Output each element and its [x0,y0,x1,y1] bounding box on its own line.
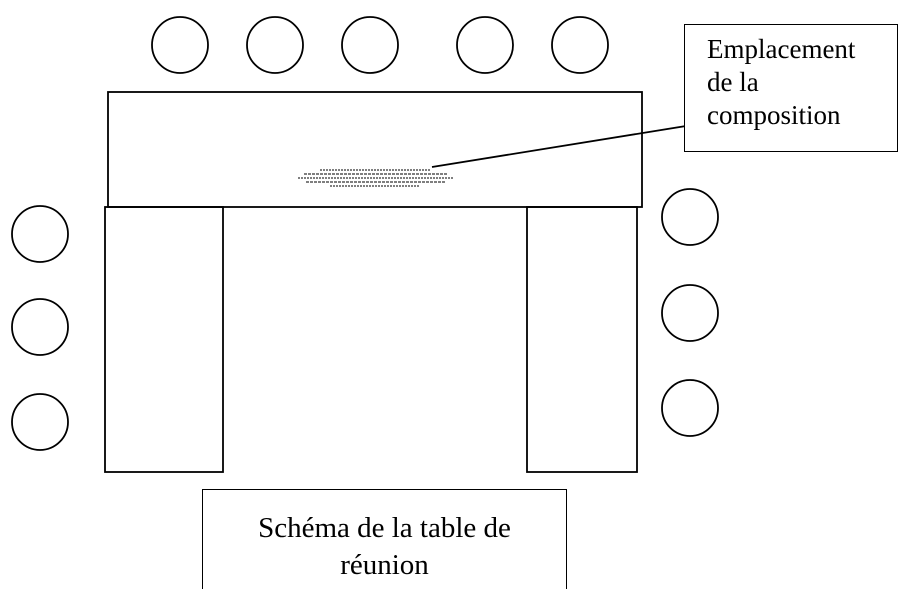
callout-pointer-line [431,125,687,168]
chair-top-5 [551,16,609,74]
composition-placeholder [298,169,454,187]
chair-top-1 [151,16,209,74]
table-top-section [107,91,643,208]
callout-line-1: Emplacement [707,34,856,64]
callout-line-2: de la [707,67,759,97]
chair-right-3 [661,379,719,437]
table-left-leg [104,206,224,473]
callout-line-3: composition [707,100,841,130]
chair-top-4 [456,16,514,74]
chair-top-2 [246,16,304,74]
table-right-leg [526,206,638,473]
composition-location-label: Emplacement de la composition [684,24,898,152]
chair-right-2 [661,284,719,342]
chair-left-2 [11,298,69,356]
chair-left-3 [11,393,69,451]
caption-line-2: réunion [340,549,429,581]
chair-left-1 [11,205,69,263]
diagram-caption: Schéma de la table de réunion [202,489,567,589]
chair-top-3 [341,16,399,74]
chair-right-1 [661,188,719,246]
caption-line-1: Schéma de la table de [258,512,511,544]
